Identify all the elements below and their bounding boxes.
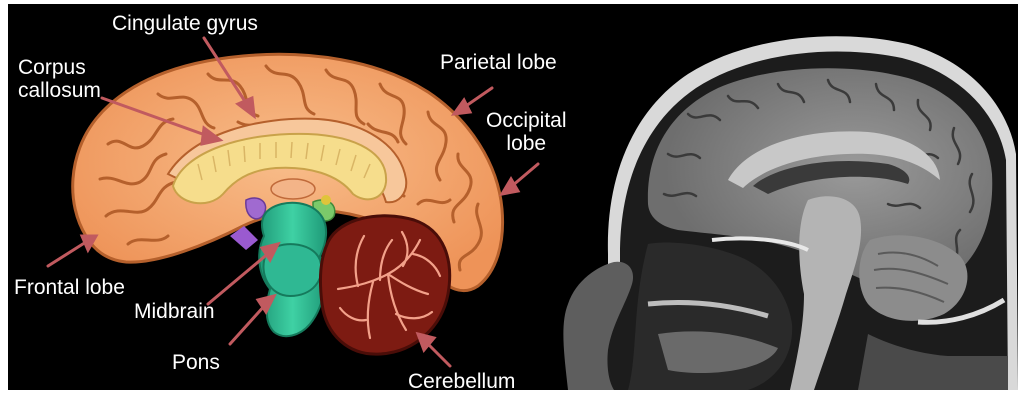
- brain-anatomy-figure: Cingulate gyrus Corpus callosum Parietal…: [8, 4, 1018, 390]
- mri-head: [563, 36, 1018, 390]
- mri-scan: [8, 4, 1018, 390]
